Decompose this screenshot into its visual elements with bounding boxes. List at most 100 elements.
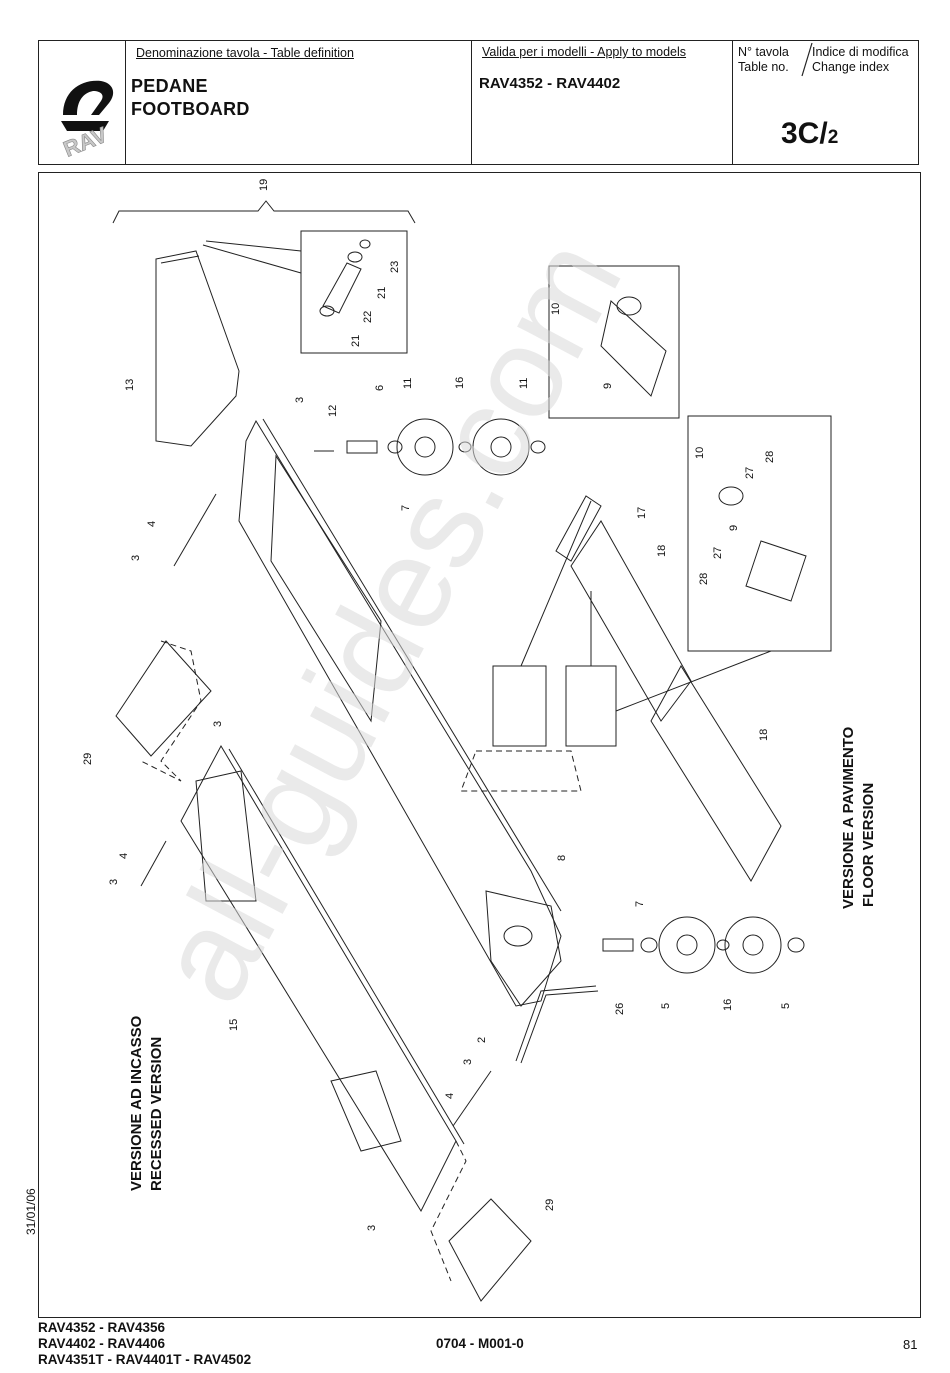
detail-box-small-b bbox=[565, 665, 617, 747]
callout-4: 4 bbox=[118, 853, 130, 859]
callout-3: 3 bbox=[108, 879, 120, 885]
pulley-11b bbox=[472, 418, 530, 476]
table-number: 3C/2 bbox=[781, 117, 838, 151]
change-index-caption: Indice di modifica Change index bbox=[812, 45, 909, 75]
bracket-19 bbox=[112, 200, 416, 224]
footer-models-line: RAV4352 - RAV4356 bbox=[38, 1320, 166, 1335]
divider bbox=[471, 41, 472, 164]
beam-window bbox=[270, 454, 382, 723]
table-no-caption-en: Table no. bbox=[738, 60, 789, 74]
pin-6 bbox=[346, 440, 378, 454]
callout-15: 15 bbox=[228, 1019, 240, 1031]
board-18b bbox=[650, 665, 782, 882]
callout-11: 11 bbox=[518, 378, 530, 389]
callout-3: 3 bbox=[212, 721, 224, 727]
arm-2 bbox=[515, 985, 597, 1062]
callout-3: 3 bbox=[366, 1225, 378, 1231]
table-title-en: FOOTBOARD bbox=[131, 99, 250, 119]
table-no-caption-it: N° tavola bbox=[738, 45, 789, 59]
callout-5: 5 bbox=[780, 1003, 792, 1009]
callout-3: 3 bbox=[462, 1059, 474, 1065]
pulley-5b bbox=[724, 916, 782, 974]
plate-29a bbox=[115, 640, 212, 757]
callout-7: 7 bbox=[400, 505, 412, 511]
doc-code: 0704 - M001-0 bbox=[436, 1336, 524, 1351]
watermark: all-guides.com bbox=[127, 216, 649, 1025]
main-beam bbox=[238, 419, 562, 1007]
title-block: RAV Denominazione tavola - Table definit… bbox=[38, 40, 919, 165]
footer-models: RAV4352 - RAV4356 RAV4402 - RAV4406 RAV4… bbox=[38, 1320, 251, 1368]
callout-13: 13 bbox=[124, 379, 136, 391]
callout-4: 4 bbox=[444, 1093, 456, 1099]
slash-divider bbox=[801, 42, 813, 77]
drawing-frame: all-guides.com VERSIONE AD INCASSO RECES… bbox=[38, 172, 921, 1318]
callout-19: 19 bbox=[258, 179, 270, 191]
callout-7: 7 bbox=[634, 901, 646, 907]
board-17 bbox=[555, 495, 602, 562]
callout-4: 4 bbox=[146, 521, 158, 527]
rav-logo: RAV bbox=[60, 80, 114, 157]
change-index-caption-en: Change index bbox=[812, 60, 890, 74]
callout-8: 8 bbox=[556, 855, 568, 861]
detail-box-9 bbox=[548, 265, 680, 419]
callout-12: 12 bbox=[327, 405, 339, 417]
callout-6: 6 bbox=[374, 385, 386, 391]
callout-9: 9 bbox=[728, 525, 740, 531]
divider bbox=[125, 41, 126, 164]
detail-box-small-a bbox=[492, 665, 547, 747]
callout-2: 2 bbox=[476, 1037, 488, 1043]
callout-27: 27 bbox=[744, 467, 756, 479]
tube-4a bbox=[173, 493, 217, 567]
plate-29b bbox=[448, 1198, 532, 1302]
revision-date: 31/01/06 bbox=[24, 1188, 38, 1235]
change-index-caption-it: Indice di modifica bbox=[812, 45, 909, 59]
table-no-caption: N° tavola Table no. bbox=[738, 45, 789, 75]
recessed-version-it: VERSIONE AD INCASSO bbox=[128, 1015, 145, 1191]
callout-29: 29 bbox=[82, 753, 94, 765]
pulley-5a bbox=[658, 916, 716, 974]
board-18a bbox=[570, 520, 692, 722]
callout-16: 16 bbox=[454, 377, 466, 389]
pin-26 bbox=[602, 938, 634, 952]
callout-23: 23 bbox=[389, 261, 401, 273]
floor-version-en: FLOOR VERSION bbox=[860, 783, 877, 907]
table-sheet-number: 2 bbox=[827, 127, 839, 148]
callout-3: 3 bbox=[130, 555, 142, 561]
exploded-view-drawing: all-guides.com VERSIONE AD INCASSO RECES… bbox=[82, 179, 877, 1302]
divider bbox=[732, 41, 733, 164]
applicable-models: RAV4352 - RAV4402 bbox=[479, 75, 621, 92]
callout-11: 11 bbox=[402, 378, 414, 389]
callout-10: 10 bbox=[694, 447, 706, 459]
models-caption: Valida per i modelli - Apply to models bbox=[482, 45, 687, 59]
callout-21: 21 bbox=[350, 335, 362, 347]
callout-28: 28 bbox=[764, 451, 776, 463]
detail-box-pivot bbox=[300, 230, 408, 354]
callout-9: 9 bbox=[602, 383, 614, 389]
recessed-beam bbox=[180, 744, 457, 1213]
callout-21: 21 bbox=[376, 287, 388, 299]
recessed-version-en: RECESSED VERSION bbox=[148, 1037, 165, 1191]
callout-17: 17 bbox=[636, 507, 648, 519]
callout-27: 27 bbox=[712, 547, 724, 559]
table-number-main: 3C/ bbox=[781, 117, 828, 150]
ramp-13 bbox=[155, 250, 240, 447]
tube-4c bbox=[452, 1070, 492, 1127]
callout-18: 18 bbox=[656, 545, 668, 557]
pulley-11a bbox=[396, 418, 454, 476]
callout-16: 16 bbox=[722, 999, 734, 1011]
callout-26: 26 bbox=[614, 1003, 626, 1015]
callout-28: 28 bbox=[698, 573, 710, 585]
table-title-it: PEDANE bbox=[131, 76, 208, 96]
floor-version-it: VERSIONE A PAVIMENTO bbox=[840, 726, 857, 909]
callout-5: 5 bbox=[660, 1003, 672, 1009]
footer-models-line: RAV4351T - RAV4401T - RAV4502 bbox=[38, 1352, 252, 1367]
callout-10: 10 bbox=[550, 303, 562, 315]
callout-3: 3 bbox=[294, 397, 306, 403]
page-number: 81 bbox=[903, 1337, 918, 1352]
tube-4b bbox=[140, 840, 167, 887]
callout-18: 18 bbox=[758, 729, 770, 741]
callout-22: 22 bbox=[362, 311, 374, 323]
footer-models-line: RAV4402 - RAV4406 bbox=[38, 1336, 166, 1351]
callout-29: 29 bbox=[544, 1199, 556, 1211]
table-definition-caption: Denominazione tavola - Table definition bbox=[136, 46, 354, 60]
